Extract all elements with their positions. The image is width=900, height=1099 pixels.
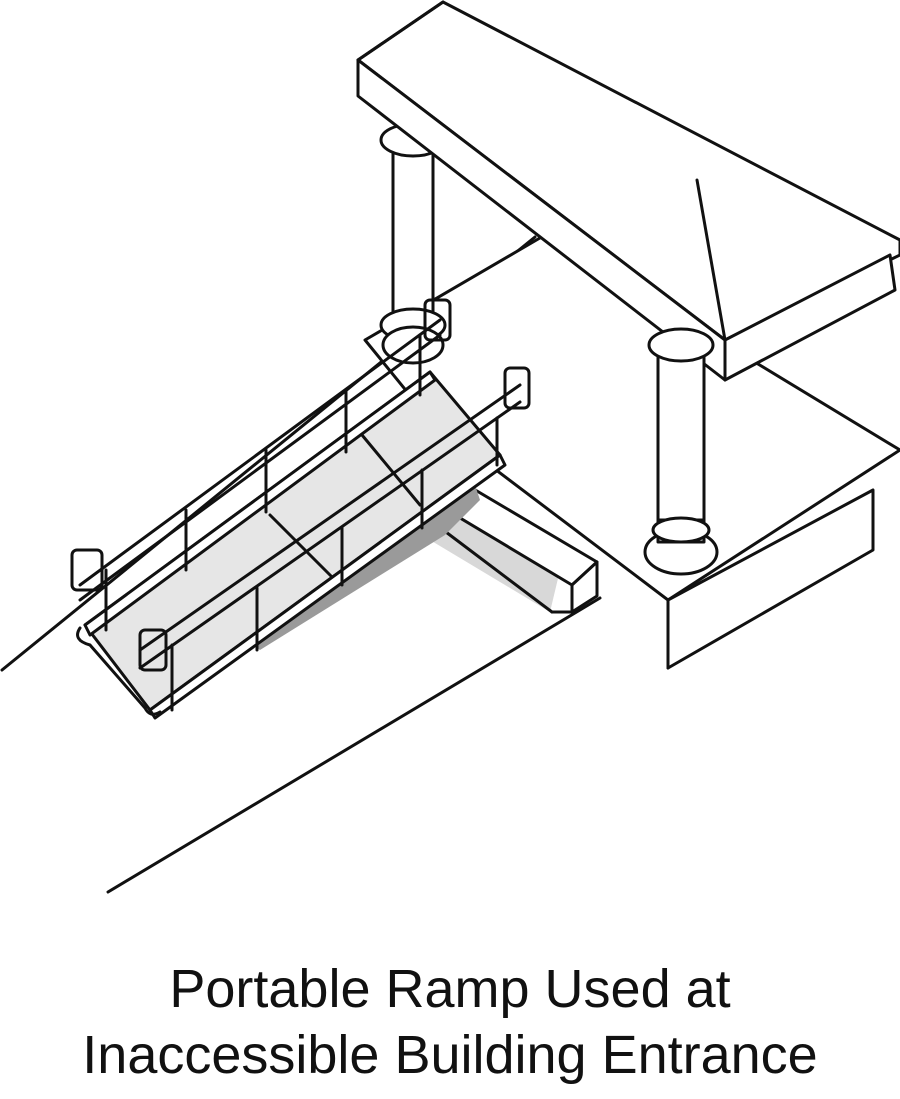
left-handrail	[70, 298, 452, 632]
back-column	[379, 122, 447, 365]
ramp-bottom-lip	[76, 626, 162, 716]
figure-caption: Portable Ramp Used at Inaccessible Build…	[0, 956, 900, 1088]
porch-slab	[363, 233, 900, 670]
right-handrail	[138, 366, 531, 712]
caption-line-1: Portable Ramp Used at	[169, 959, 731, 1019]
caption-line-2: Inaccessible Building Entrance	[82, 1025, 818, 1085]
portable-ramp-illustration	[0, 0, 900, 894]
front-column	[643, 327, 719, 576]
porch-roof	[356, 0, 900, 382]
